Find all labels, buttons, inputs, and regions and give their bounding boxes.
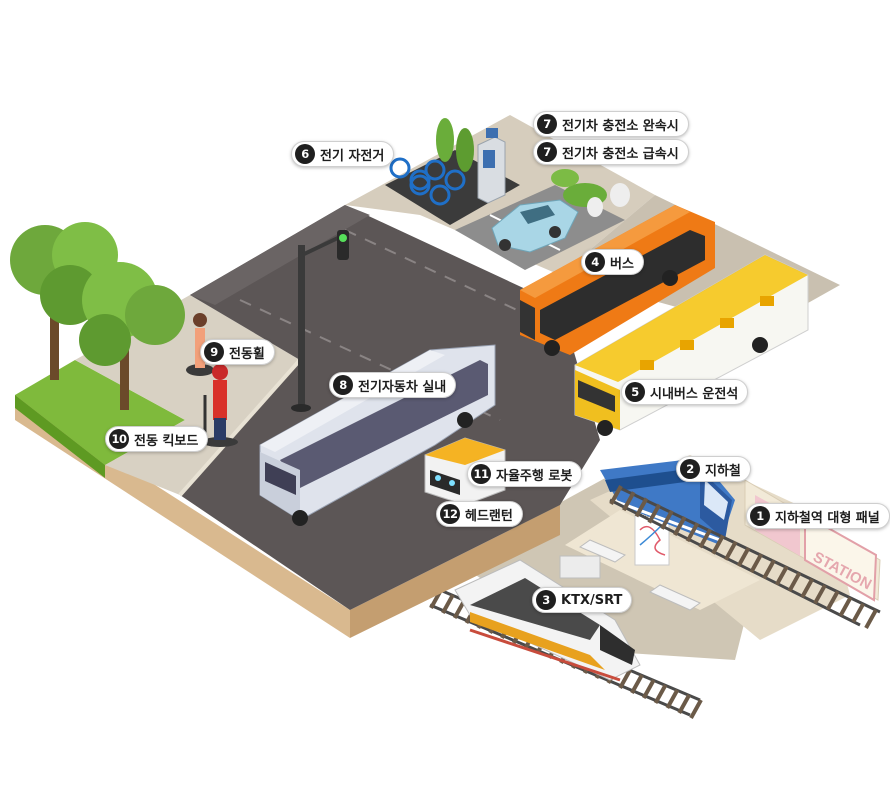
label-text: 전기차 충전소 완속시	[562, 118, 679, 134]
label-text: KTX/SRT	[561, 592, 623, 608]
rail-sleeper	[711, 534, 725, 555]
label-text: 버스	[610, 256, 634, 272]
label-text: 헤드랜턴	[465, 508, 513, 524]
electric-car	[491, 199, 579, 253]
label-ktx-srt: 3 KTX/SRT	[532, 587, 633, 613]
rail-sleeper	[689, 699, 703, 719]
electric-bikes	[389, 157, 466, 206]
rail-sleeper	[609, 485, 623, 505]
label-electric-bike: 6 전기 자전거	[291, 141, 395, 167]
label-ev-slow-charger: 7 전기차 충전소 완속시	[533, 111, 689, 137]
label-autonomous-robot: 11 자율주행 로봇	[467, 461, 583, 487]
rail-sleeper	[813, 584, 827, 605]
rail-sleeper	[622, 491, 636, 512]
ev-charger	[477, 128, 506, 204]
rail-sleeper	[641, 679, 656, 699]
autonomous-robot	[424, 437, 506, 506]
rail-sleeper	[677, 694, 691, 714]
traffic-light	[291, 230, 349, 412]
rail-sleeper	[775, 565, 789, 586]
label-ev-fast-charger: 7 전기차 충전소 급속시	[533, 139, 689, 165]
label-subway: 2 지하철	[676, 456, 751, 482]
rail-sleeper	[660, 509, 674, 530]
label-electric-wheel: 9 전동휠	[200, 339, 275, 365]
label-ev-interior: 8 전기자동차 실내	[329, 372, 457, 398]
label-text: 자율주행 로봇	[496, 468, 573, 484]
label-number: 12	[440, 504, 460, 524]
label-text: 전기 자전거	[320, 148, 385, 164]
rail-sleeper	[441, 594, 455, 614]
ktx-train	[454, 559, 641, 682]
rail-sleeper	[762, 559, 776, 580]
kickboard-rider	[202, 364, 238, 447]
rail-sleeper	[647, 503, 661, 524]
rail-sleeper	[685, 522, 700, 543]
label-head-lantern: 12 헤드랜턴	[436, 501, 523, 527]
rail-sleeper	[864, 609, 878, 629]
label-number: 3	[536, 590, 556, 610]
rail-sleeper	[838, 596, 853, 617]
label-bus: 4 버스	[581, 249, 644, 275]
rail-sleeper	[634, 497, 649, 518]
rail-sleeper	[800, 578, 814, 598]
planters	[436, 118, 630, 217]
rail-sleeper	[787, 571, 802, 592]
label-subway-panel: 1 지하철역 대형 패널	[746, 503, 890, 529]
rail-sleeper	[618, 669, 632, 689]
label-kickboard: 10 전동 킥보드	[105, 426, 209, 452]
trees	[10, 222, 185, 410]
label-text: 시내버스 운전석	[650, 386, 739, 402]
label-number: 7	[537, 142, 557, 162]
label-text: 전기차 충전소 급속시	[562, 146, 679, 162]
rail-sleeper	[851, 602, 865, 623]
label-number: 10	[109, 429, 129, 449]
rail-sleeper	[749, 553, 763, 574]
label-city-bus-cockpit: 5 시내버스 운전석	[621, 379, 749, 405]
rail-sleeper	[665, 689, 680, 709]
label-number: 4	[585, 252, 605, 272]
label-text: 전동휠	[229, 346, 265, 362]
rail-sleeper	[630, 674, 644, 694]
label-number: 6	[295, 144, 315, 164]
label-number: 1	[750, 506, 770, 526]
label-number: 2	[680, 459, 700, 479]
label-text: 전기자동차 실내	[358, 379, 447, 395]
rail-sleeper	[724, 540, 738, 561]
label-text: 지하철역 대형 패널	[775, 510, 880, 526]
label-number: 7	[537, 114, 557, 134]
rail-sleeper	[653, 684, 668, 704]
rail-sleeper	[698, 528, 712, 549]
label-number: 9	[204, 342, 224, 362]
rail-sleeper	[826, 590, 840, 611]
label-text: 지하철	[705, 463, 741, 479]
label-number: 8	[333, 375, 353, 395]
label-text: 전동 킥보드	[134, 433, 199, 449]
label-number: 5	[625, 382, 645, 402]
rail-sleeper	[673, 516, 687, 536]
label-number: 11	[471, 464, 491, 484]
rail-sleeper	[736, 547, 751, 567]
